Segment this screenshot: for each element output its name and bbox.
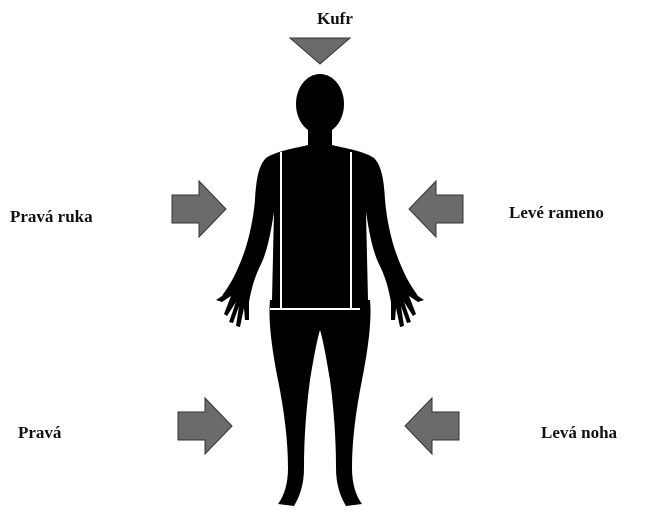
arrow-right-icon — [178, 398, 232, 454]
label-trunk: Kufr — [317, 10, 353, 27]
arrow-left-icon — [405, 398, 459, 454]
label-left-leg: Levá noha — [541, 424, 617, 441]
arrow-right-icon — [172, 181, 226, 237]
label-left-shoulder: Levé rameno — [509, 204, 604, 221]
arrow-down-icon — [290, 38, 350, 64]
arrow-left-icon — [409, 181, 463, 237]
legs — [269, 300, 370, 506]
label-right-leg: Pravá — [18, 424, 61, 441]
torso-and-arms — [216, 145, 424, 327]
human-silhouette — [216, 74, 424, 506]
label-right-arm: Pravá ruka — [10, 208, 93, 225]
